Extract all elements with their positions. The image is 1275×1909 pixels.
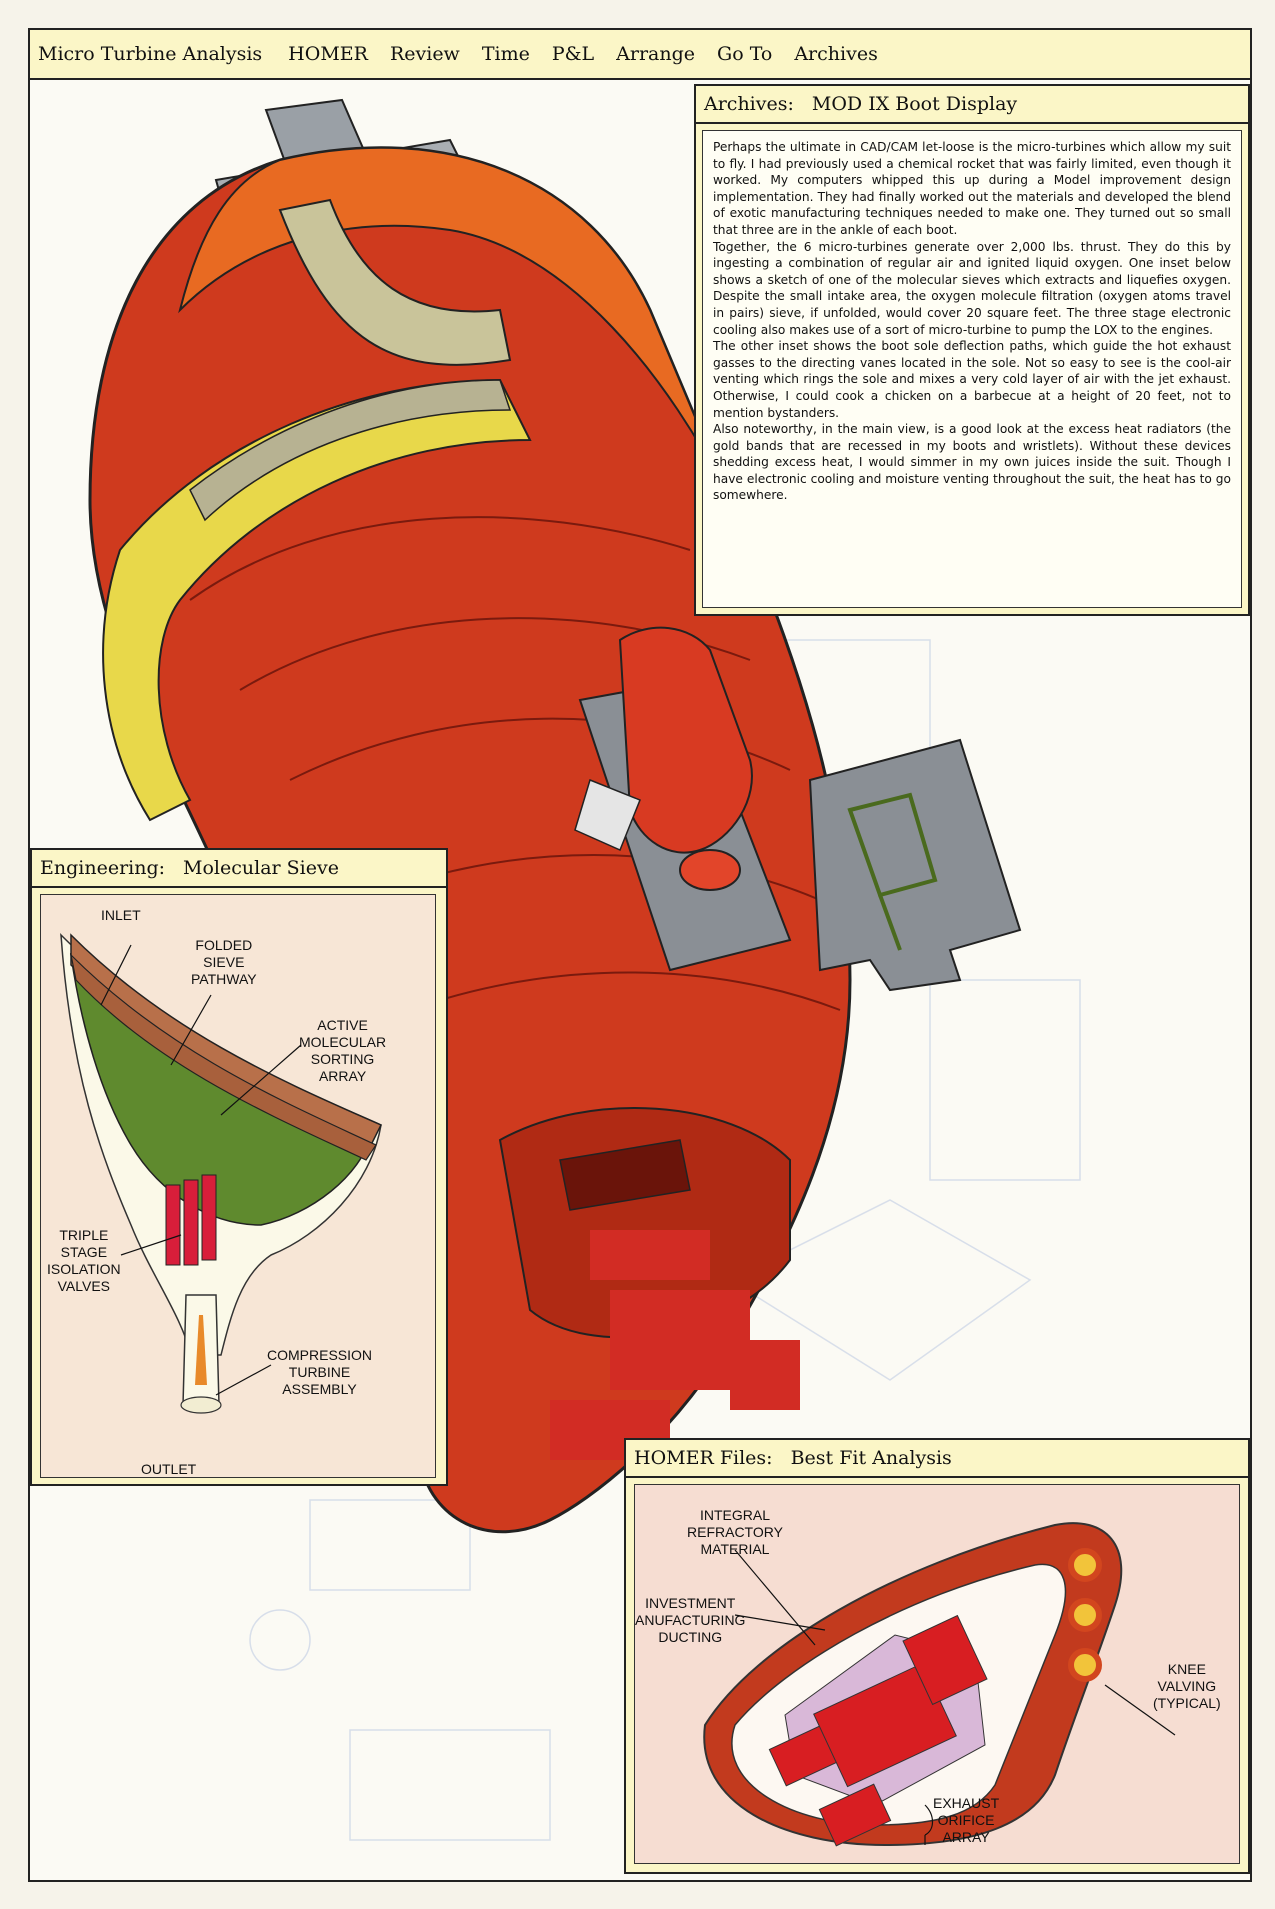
boot-panel-grey [278, 198, 512, 366]
refractory-blocks [768, 1614, 988, 1847]
menu-item-review[interactable]: Review [389, 43, 460, 65]
label-compression-turbine-assembly: COMPRESSION TURBINE ASSEMBLY [267, 1347, 373, 1397]
best-fit-drawing [703, 1522, 1176, 1847]
boot-sole [498, 1107, 800, 1460]
archives-title-section: Archives: [704, 93, 794, 115]
label-integral-refractory-material: INTEGRAL REFRACTORY MATERIAL [687, 1507, 783, 1557]
archives-paragraph: Also noteworthy, in the main view, is a … [713, 422, 1231, 503]
label-outlet: OUTLET [141, 1461, 197, 1477]
label-exhaust-orifice-array: EXHAUST ORIFICE ARRAY [933, 1795, 1000, 1845]
radiator-inner-band [189, 379, 512, 522]
turbine-access-panel [574, 626, 792, 972]
archives-paragraph: Together, the 6 micro-turbines generate … [713, 239, 1231, 337]
menu-item-homer[interactable]: HOMER [288, 43, 368, 65]
menu-item-go-to[interactable]: Go To [717, 43, 773, 65]
archives-paragraph: Perhaps the ultimate in CAD/CAM let-loos… [713, 140, 1231, 237]
archives-panel-title: Archives: MOD IX Boot Display [696, 86, 1248, 124]
label-knee-valving: KNEE VALVING (TYPICAL) [1153, 1661, 1221, 1711]
lox-flow [195, 1315, 207, 1385]
homer-files-panel: HOMER Files: Best Fit Analysis [624, 1438, 1250, 1874]
molecular-sieve-drawing [60, 933, 383, 1414]
best-fit-diagram: INTEGRAL REFRACTORY MATERIAL INVESTMENT … [634, 1484, 1240, 1864]
isolation-valves [165, 1174, 217, 1266]
boot-highlight [178, 146, 731, 501]
label-triple-stage-isolation-valves: TRIPLE STAGE ISOLATION VALVES [47, 1227, 121, 1294]
menu-bar: Micro Turbine Analysis HOMER Review Time… [30, 30, 1250, 80]
archives-panel: Archives: MOD IX Boot Display Perhaps th… [694, 84, 1250, 616]
label-active-molecular-sorting-array: ACTIVE MOLECULAR SORTING ARRAY [299, 1017, 387, 1084]
homer-panel-title: HOMER Files: Best Fit Analysis [626, 1440, 1248, 1478]
menu-item-archives[interactable]: Archives [794, 43, 878, 65]
engineering-title-name: Molecular Sieve [183, 857, 339, 879]
hinged-hatch [808, 738, 1022, 992]
archives-title-name: MOD IX Boot Display [811, 93, 1018, 115]
engineering-panel-title: Engineering: Molecular Sieve [32, 850, 446, 888]
label-inlet: INLET [101, 907, 141, 923]
archives-paragraph: The other inset shows the boot sole defl… [713, 339, 1231, 420]
menu-item-arrange[interactable]: Arrange [616, 43, 696, 65]
micro-turbine [618, 626, 753, 854]
knee-valves [1068, 1548, 1102, 1682]
page-frame: Micro Turbine Analysis HOMER Review Time… [28, 28, 1252, 1882]
label-folded-sieve-pathway: FOLDED SIEVE PATHWAY [191, 937, 257, 987]
engineering-title-section: Engineering: [40, 857, 166, 879]
engineering-panel: Engineering: Molecular Sieve [30, 848, 448, 1486]
homer-title-name: Best Fit Analysis [790, 1447, 952, 1469]
homer-title-section: HOMER Files: [634, 1447, 773, 1469]
label-investment-manufacturing-ducting: INVESTMENT ANUFACTURING DUCTING [635, 1595, 746, 1645]
menu-item-pl[interactable]: P&L [551, 43, 595, 65]
molecular-sieve-diagram: INLET FOLDED SIEVE PATHWAY ACTIVE MOLECU… [40, 894, 436, 1478]
menu-item-micro-turbine-analysis[interactable]: Micro Turbine Analysis [38, 43, 263, 65]
archives-text-body: Perhaps the ultimate in CAD/CAM let-loos… [702, 130, 1242, 608]
menu-item-time[interactable]: Time [481, 43, 530, 65]
